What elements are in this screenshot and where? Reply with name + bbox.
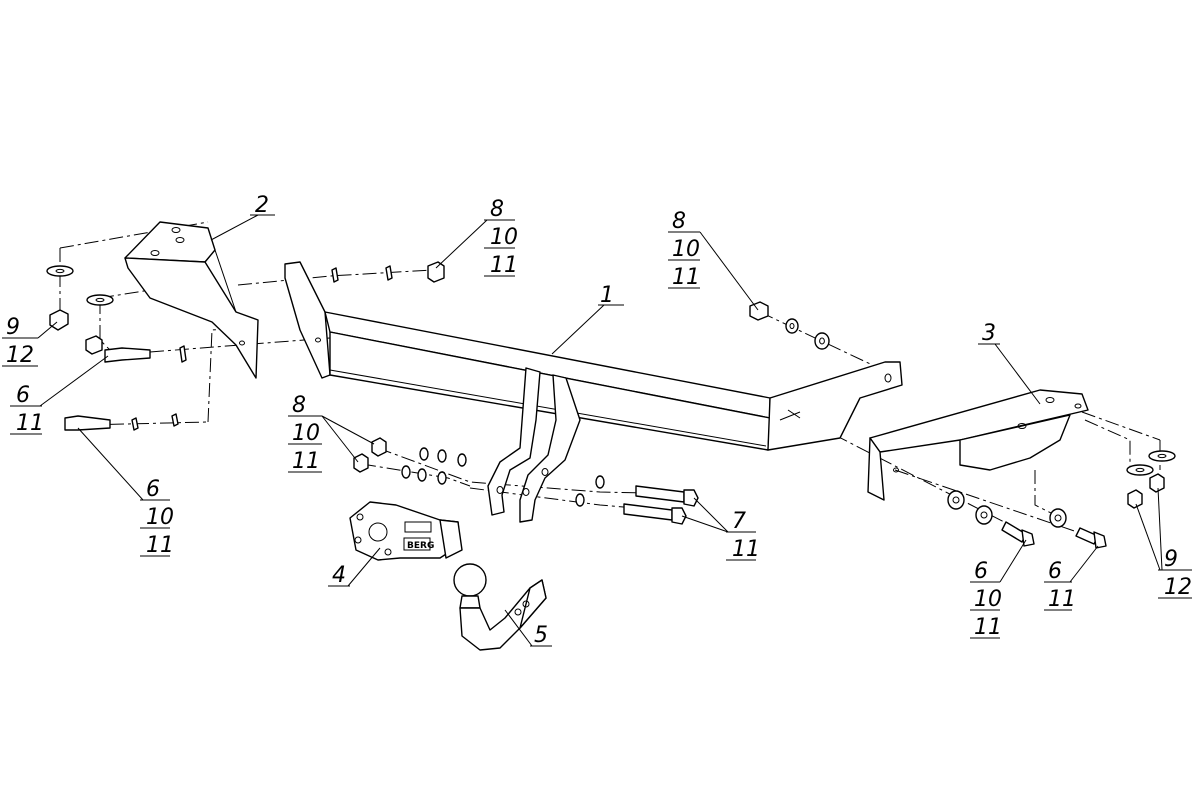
svg-text:12: 12 (1164, 575, 1192, 600)
svg-text:11: 11 (146, 533, 174, 558)
callout-1: 1 (551, 283, 624, 355)
tow-ball (453, 563, 547, 651)
brand-mark: BERG (407, 541, 434, 551)
callout-4: 4 (328, 547, 381, 588)
callout-9-right: 9 12 (1135, 487, 1192, 600)
svg-text:7: 7 (732, 509, 746, 534)
svg-text:11: 11 (732, 537, 760, 562)
svg-text:11: 11 (974, 615, 1002, 640)
svg-text:10: 10 (974, 587, 1002, 612)
svg-text:2: 2 (255, 193, 269, 218)
callout-6-left-b: 6 10 11 (77, 427, 174, 558)
svg-text:6: 6 (16, 383, 30, 408)
svg-text:4: 4 (332, 563, 346, 588)
svg-text:9: 9 (6, 315, 20, 340)
svg-text:8: 8 (672, 209, 686, 234)
callout-8-top: 8 10 11 (435, 197, 518, 278)
svg-text:11: 11 (16, 411, 44, 436)
right-side-bracket (867, 389, 1089, 501)
callout-5: 5 (504, 609, 552, 648)
callout-8-left: 8 10 11 (288, 393, 375, 474)
socket-plate: BERG (349, 501, 463, 561)
svg-text:9: 9 (1164, 547, 1178, 572)
svg-text:10: 10 (146, 505, 174, 530)
callout-6-left-a: 6 11 (10, 355, 109, 436)
left-side-bracket (124, 221, 259, 379)
svg-text:6: 6 (974, 559, 988, 584)
svg-text:8: 8 (490, 197, 504, 222)
callout-9-left: 9 12 (2, 315, 58, 368)
main-cross-beam (284, 261, 903, 523)
fasteners (46, 261, 1176, 549)
svg-text:12: 12 (6, 343, 34, 368)
svg-text:11: 11 (292, 449, 320, 474)
callout-6-right-a: 6 10 11 (970, 539, 1027, 640)
callout-6-right-b: 6 11 (1044, 545, 1099, 612)
svg-text:11: 11 (490, 253, 518, 278)
callout-2: 2 (210, 193, 275, 241)
svg-text:10: 10 (292, 421, 320, 446)
svg-text:10: 10 (490, 225, 518, 250)
svg-text:3: 3 (982, 321, 996, 346)
svg-text:8: 8 (292, 393, 306, 418)
callout-8-mid: 8 10 11 (668, 209, 759, 311)
callout-7: 7 11 (681, 497, 760, 562)
svg-text:11: 11 (672, 265, 700, 290)
svg-text:11: 11 (1048, 587, 1076, 612)
callout-3: 3 (978, 321, 1041, 405)
svg-text:6: 6 (1048, 559, 1062, 584)
svg-text:6: 6 (146, 477, 160, 502)
svg-text:5: 5 (534, 623, 548, 648)
svg-text:10: 10 (672, 237, 700, 262)
svg-text:1: 1 (600, 283, 614, 308)
